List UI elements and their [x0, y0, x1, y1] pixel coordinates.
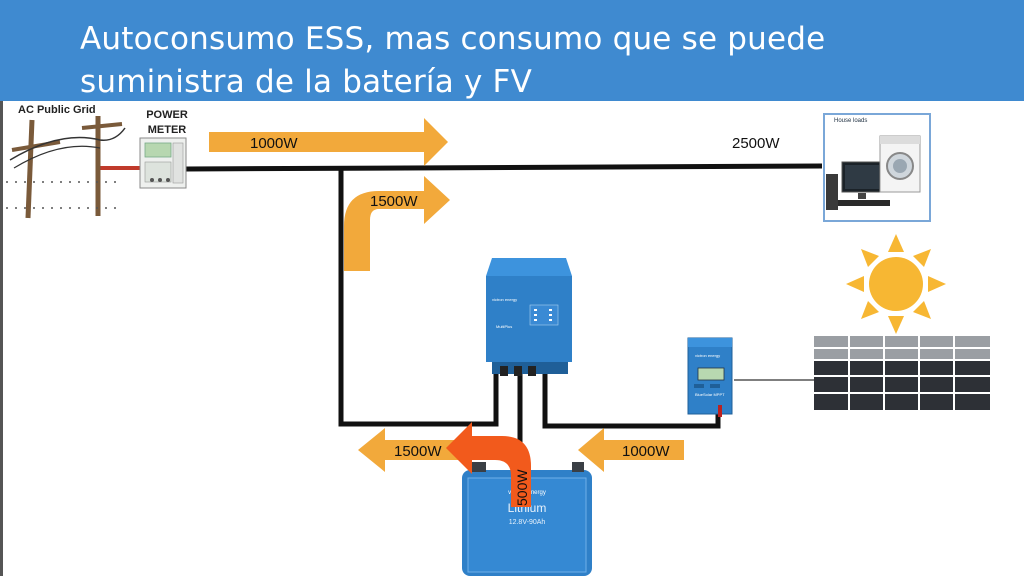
inverter-model: MultiPlus [496, 324, 512, 329]
grid-flow-arrow [209, 118, 448, 166]
mppt-brand: victron energy [695, 353, 720, 358]
grid-pole-icon [4, 110, 126, 219]
battery-flow-arrow [446, 422, 531, 507]
multiplus-inverter-icon [486, 258, 572, 376]
slide-title: Autoconsumo ESS, mas consumo que se pued… [80, 21, 826, 100]
dc-flow-arrow [358, 428, 497, 472]
house-loads-label: House loads [834, 118, 867, 124]
inverter-flow-arrow [344, 176, 450, 271]
mppt-flow-arrow [578, 428, 684, 472]
mppt-charger-icon [687, 337, 733, 417]
grid-label: AC Public Grid [18, 104, 96, 116]
mppt-dc-wire [542, 372, 721, 429]
power-meter-icon [139, 137, 187, 189]
sun-icon [846, 234, 946, 334]
ac-bus-wire [185, 163, 823, 172]
left-edge-rule [0, 101, 3, 576]
mppt-model: BlueSolar MPPT [695, 392, 725, 397]
house-loads-icon [823, 113, 931, 222]
mppt-flow-label: 1000W [622, 443, 670, 460]
wiring [185, 163, 823, 468]
grid-flow-label: 1000W [250, 135, 298, 152]
inverter-ac-wire [338, 169, 499, 427]
meter-label-line1: POWER [146, 109, 188, 121]
title-bar: Autoconsumo ESS, mas consumo que se pued… [0, 0, 1024, 101]
solar-panel-icon [814, 336, 990, 410]
dc-flow-label: 1500W [394, 443, 442, 460]
battery-flow-label: 500W [514, 469, 530, 506]
battery-spec: 12.8V-90Ah [509, 519, 546, 526]
house-load-label: 2500W [732, 135, 780, 152]
meter-label-line2: METER [148, 124, 187, 136]
inverter-brand: victron energy [492, 297, 517, 302]
inverter-flow-label: 1500W [370, 193, 418, 210]
